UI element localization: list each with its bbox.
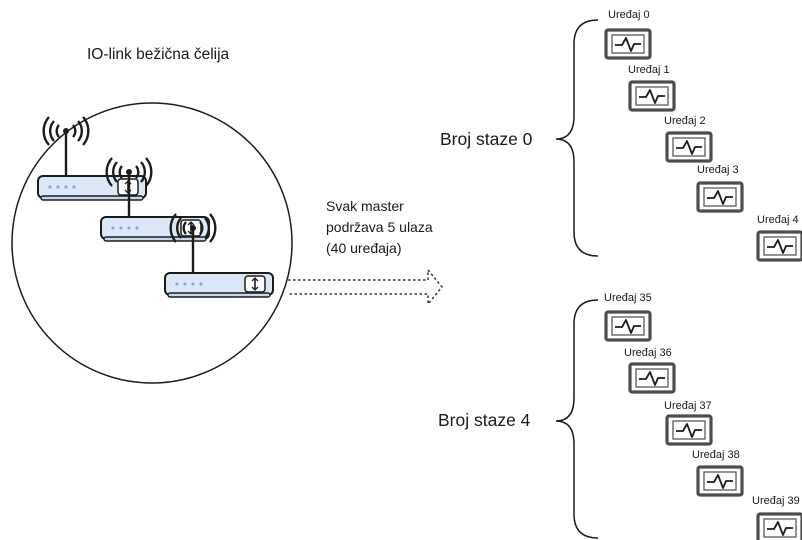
device-label: Uređaj 38 [692,449,740,461]
device-label: Uređaj 2 [664,115,706,127]
device-label: Uređaj 36 [624,347,672,359]
device-label: Uređaj 3 [697,164,739,176]
device-label: Uređaj 0 [608,9,650,21]
sensor-device-icon [628,362,676,394]
note-line-3: (40 uređaja) [326,240,402,256]
dotted-arrow [288,267,443,307]
device-label: Uređaj 39 [752,495,800,507]
sensor-device-icon [756,512,802,540]
note-line-2: podržava 5 ulaza [326,219,433,235]
track-label-4: Broj staze 4 [438,410,531,430]
device-label: Uređaj 1 [628,64,670,76]
track-label-0: Broj staze 0 [440,129,533,149]
note-line-1: Svak master [326,198,404,214]
track-0-brace [555,19,599,257]
device-label: Uređaj 35 [604,292,652,304]
cell-title: IO-link bežična čelija [87,46,230,63]
device-label: Uređaj 37 [664,400,712,412]
track-4-brace [555,299,599,539]
sensor-device-icon [628,80,676,112]
sensor-device-icon [696,465,744,497]
sensor-device-icon [604,28,652,60]
sensor-device-icon [665,131,713,163]
sensor-device-icon [756,230,802,262]
sensor-device-icon [665,414,713,446]
sensor-device-icon [696,181,744,213]
sensor-device-icon [604,310,652,342]
wireless-cell-boundary [11,102,293,384]
device-label: Uređaj 4 [757,214,799,226]
